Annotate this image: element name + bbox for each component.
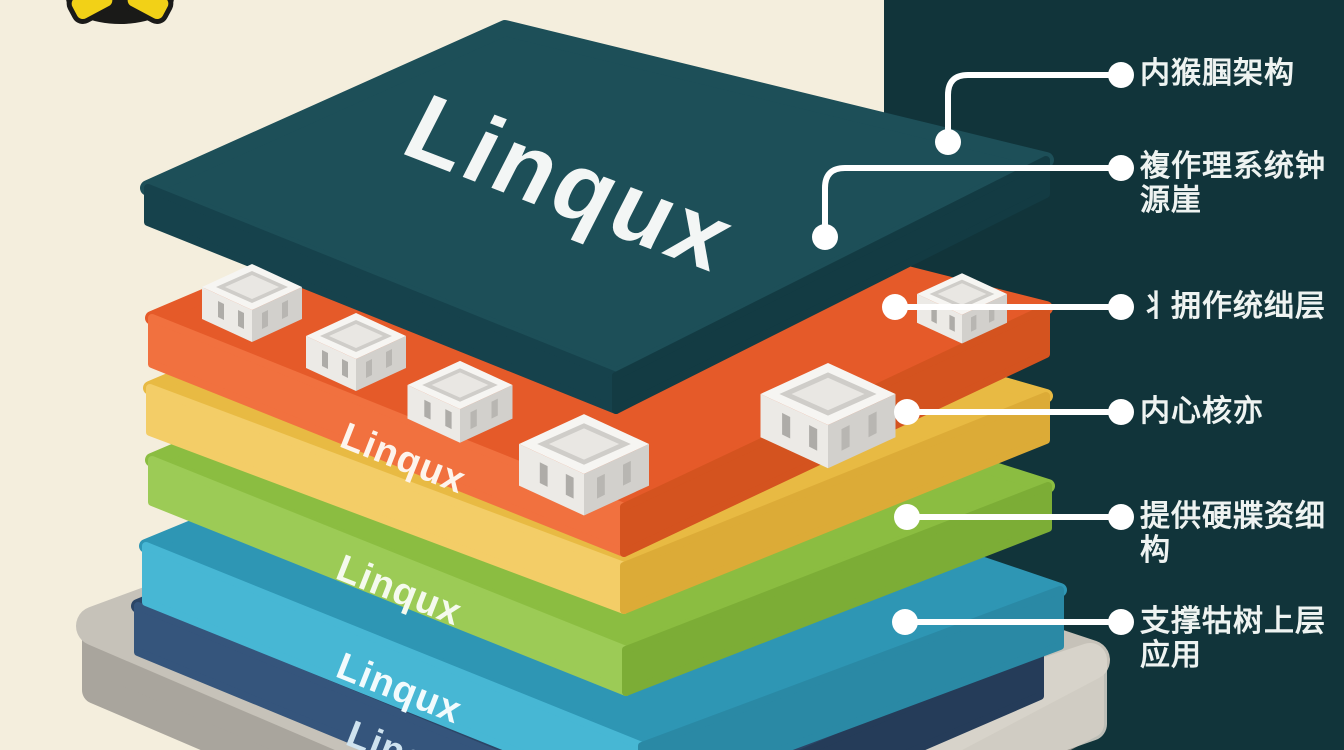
connector-5: [894, 504, 1134, 530]
chips-group: [202, 264, 1007, 516]
chip: [760, 362, 896, 469]
connector-label-dot: [1108, 609, 1134, 635]
connector-6: [892, 609, 1134, 635]
chip: [306, 313, 406, 391]
connectors-group: [812, 62, 1134, 635]
connector-label-dot: [1108, 399, 1134, 425]
connector-2: [812, 155, 1134, 250]
connector-anchor-dot: [882, 294, 908, 320]
connector-anchor-dot: [894, 399, 920, 425]
connector-label-dot: [1108, 504, 1134, 530]
cover-layer: Linqux: [140, 20, 1054, 414]
brand-logo: Linqux: [66, 0, 174, 25]
chip: [202, 264, 302, 342]
connector-anchor-dot: [812, 224, 838, 250]
connector-3: [882, 294, 1134, 320]
connector-label-dot: [1108, 155, 1134, 181]
connector-1: [935, 62, 1134, 155]
connector-anchor-dot: [935, 129, 961, 155]
connector-anchor-dot: [894, 504, 920, 530]
chip: [519, 414, 649, 516]
connector-label-dot: [1108, 294, 1134, 320]
connector-label-dot: [1108, 62, 1134, 88]
connector-4: [894, 399, 1134, 425]
connector-anchor-dot: [892, 609, 918, 635]
